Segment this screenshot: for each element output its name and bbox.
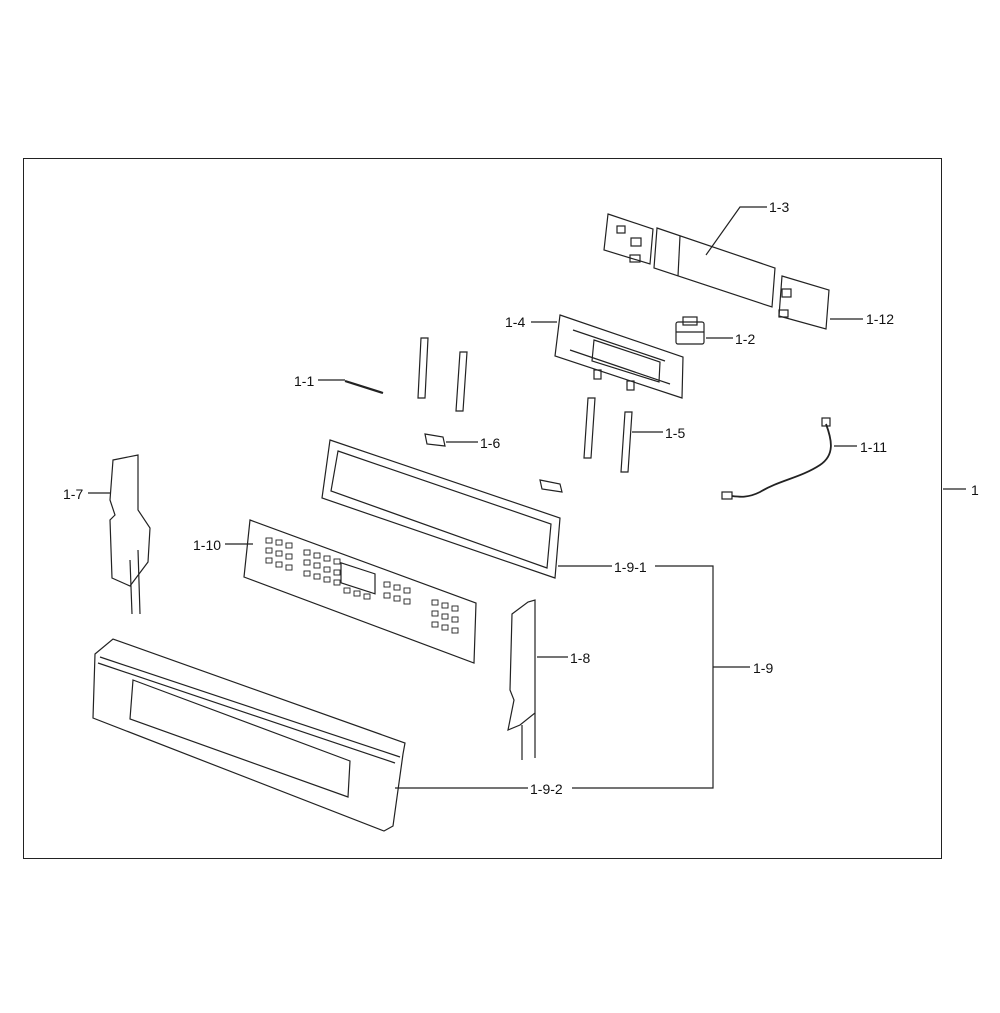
label-1-9: 1-9: [753, 660, 774, 676]
part-display-bracket: [554, 314, 684, 399]
label-1-5: 1-5: [665, 425, 686, 441]
label-1-2: 1-2: [735, 331, 756, 347]
label-1-3: 1-3: [769, 199, 790, 215]
part-vertical-brackets: [583, 397, 633, 473]
label-1-11: 1-11: [860, 439, 887, 455]
leader-1-9-group: [572, 565, 714, 789]
part-front-trim: [92, 638, 406, 832]
label-1: 1: [971, 482, 979, 498]
label-1-12: 1-12: [866, 311, 895, 327]
part-upper-brackets: [417, 337, 468, 412]
part-rod: [344, 379, 384, 395]
part-keypad-overlay: [243, 519, 477, 664]
part-panel-frame: [321, 439, 561, 579]
label-1-6: 1-6: [480, 435, 501, 451]
label-1-9-1: 1-9-1: [614, 559, 647, 575]
label-1-1: 1-1: [294, 373, 315, 389]
label-1-9-2: 1-9-2: [530, 781, 563, 797]
assembly-frame: [23, 158, 942, 859]
part-transformer: [675, 316, 705, 345]
label-1-4: 1-4: [505, 314, 526, 330]
leader-1-3: [705, 206, 767, 256]
part-left-end-cap: [109, 454, 151, 615]
part-right-end-cap: [507, 599, 536, 760]
label-1-10: 1-10: [193, 537, 222, 553]
label-1-7: 1-7: [63, 486, 84, 502]
part-main-pcb: [603, 213, 830, 330]
part-clips: [424, 433, 563, 493]
part-wire-harness: [721, 417, 832, 500]
label-1-8: 1-8: [570, 650, 591, 666]
